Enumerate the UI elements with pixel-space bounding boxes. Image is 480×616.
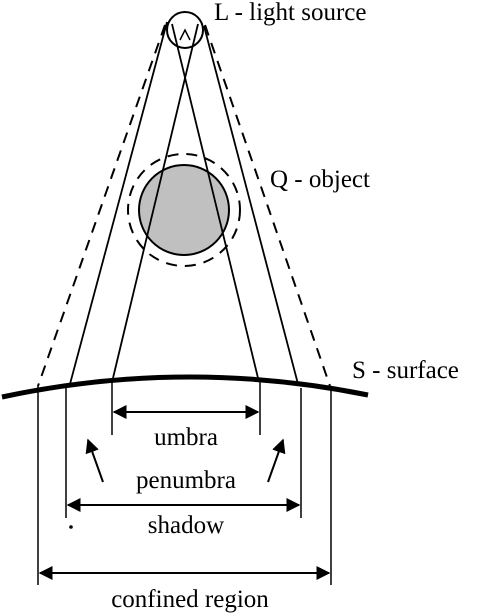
- penumbra-label: penumbra: [136, 467, 236, 494]
- light-source-tick: [179, 28, 191, 41]
- object-sphere: [138, 164, 230, 256]
- object-bounding-sphere: [127, 153, 241, 267]
- small-dot: [69, 525, 73, 529]
- outer-ray-right: [204, 24, 331, 387]
- surface-curve: [1, 374, 369, 400]
- umbra-ray-left: [112, 23, 199, 379]
- umbra-ray-right: [171, 23, 259, 379]
- shadow-ray-left: [69, 21, 168, 385]
- shadow-ray-right: [203, 25, 299, 385]
- surface-label: S - surface: [352, 357, 459, 384]
- shadow-label: shadow: [148, 512, 224, 539]
- light-source-label: L - light source: [214, 0, 367, 26]
- object-label: Q - object: [270, 166, 370, 193]
- penumbra-arrow-right: [267, 438, 286, 483]
- penumbra-arrow-left: [85, 438, 104, 483]
- outer-ray-left: [37, 24, 166, 387]
- light-source-circle: [166, 11, 204, 49]
- umbra-label: umbra: [154, 424, 218, 451]
- confined-region-label: confined region: [111, 586, 269, 613]
